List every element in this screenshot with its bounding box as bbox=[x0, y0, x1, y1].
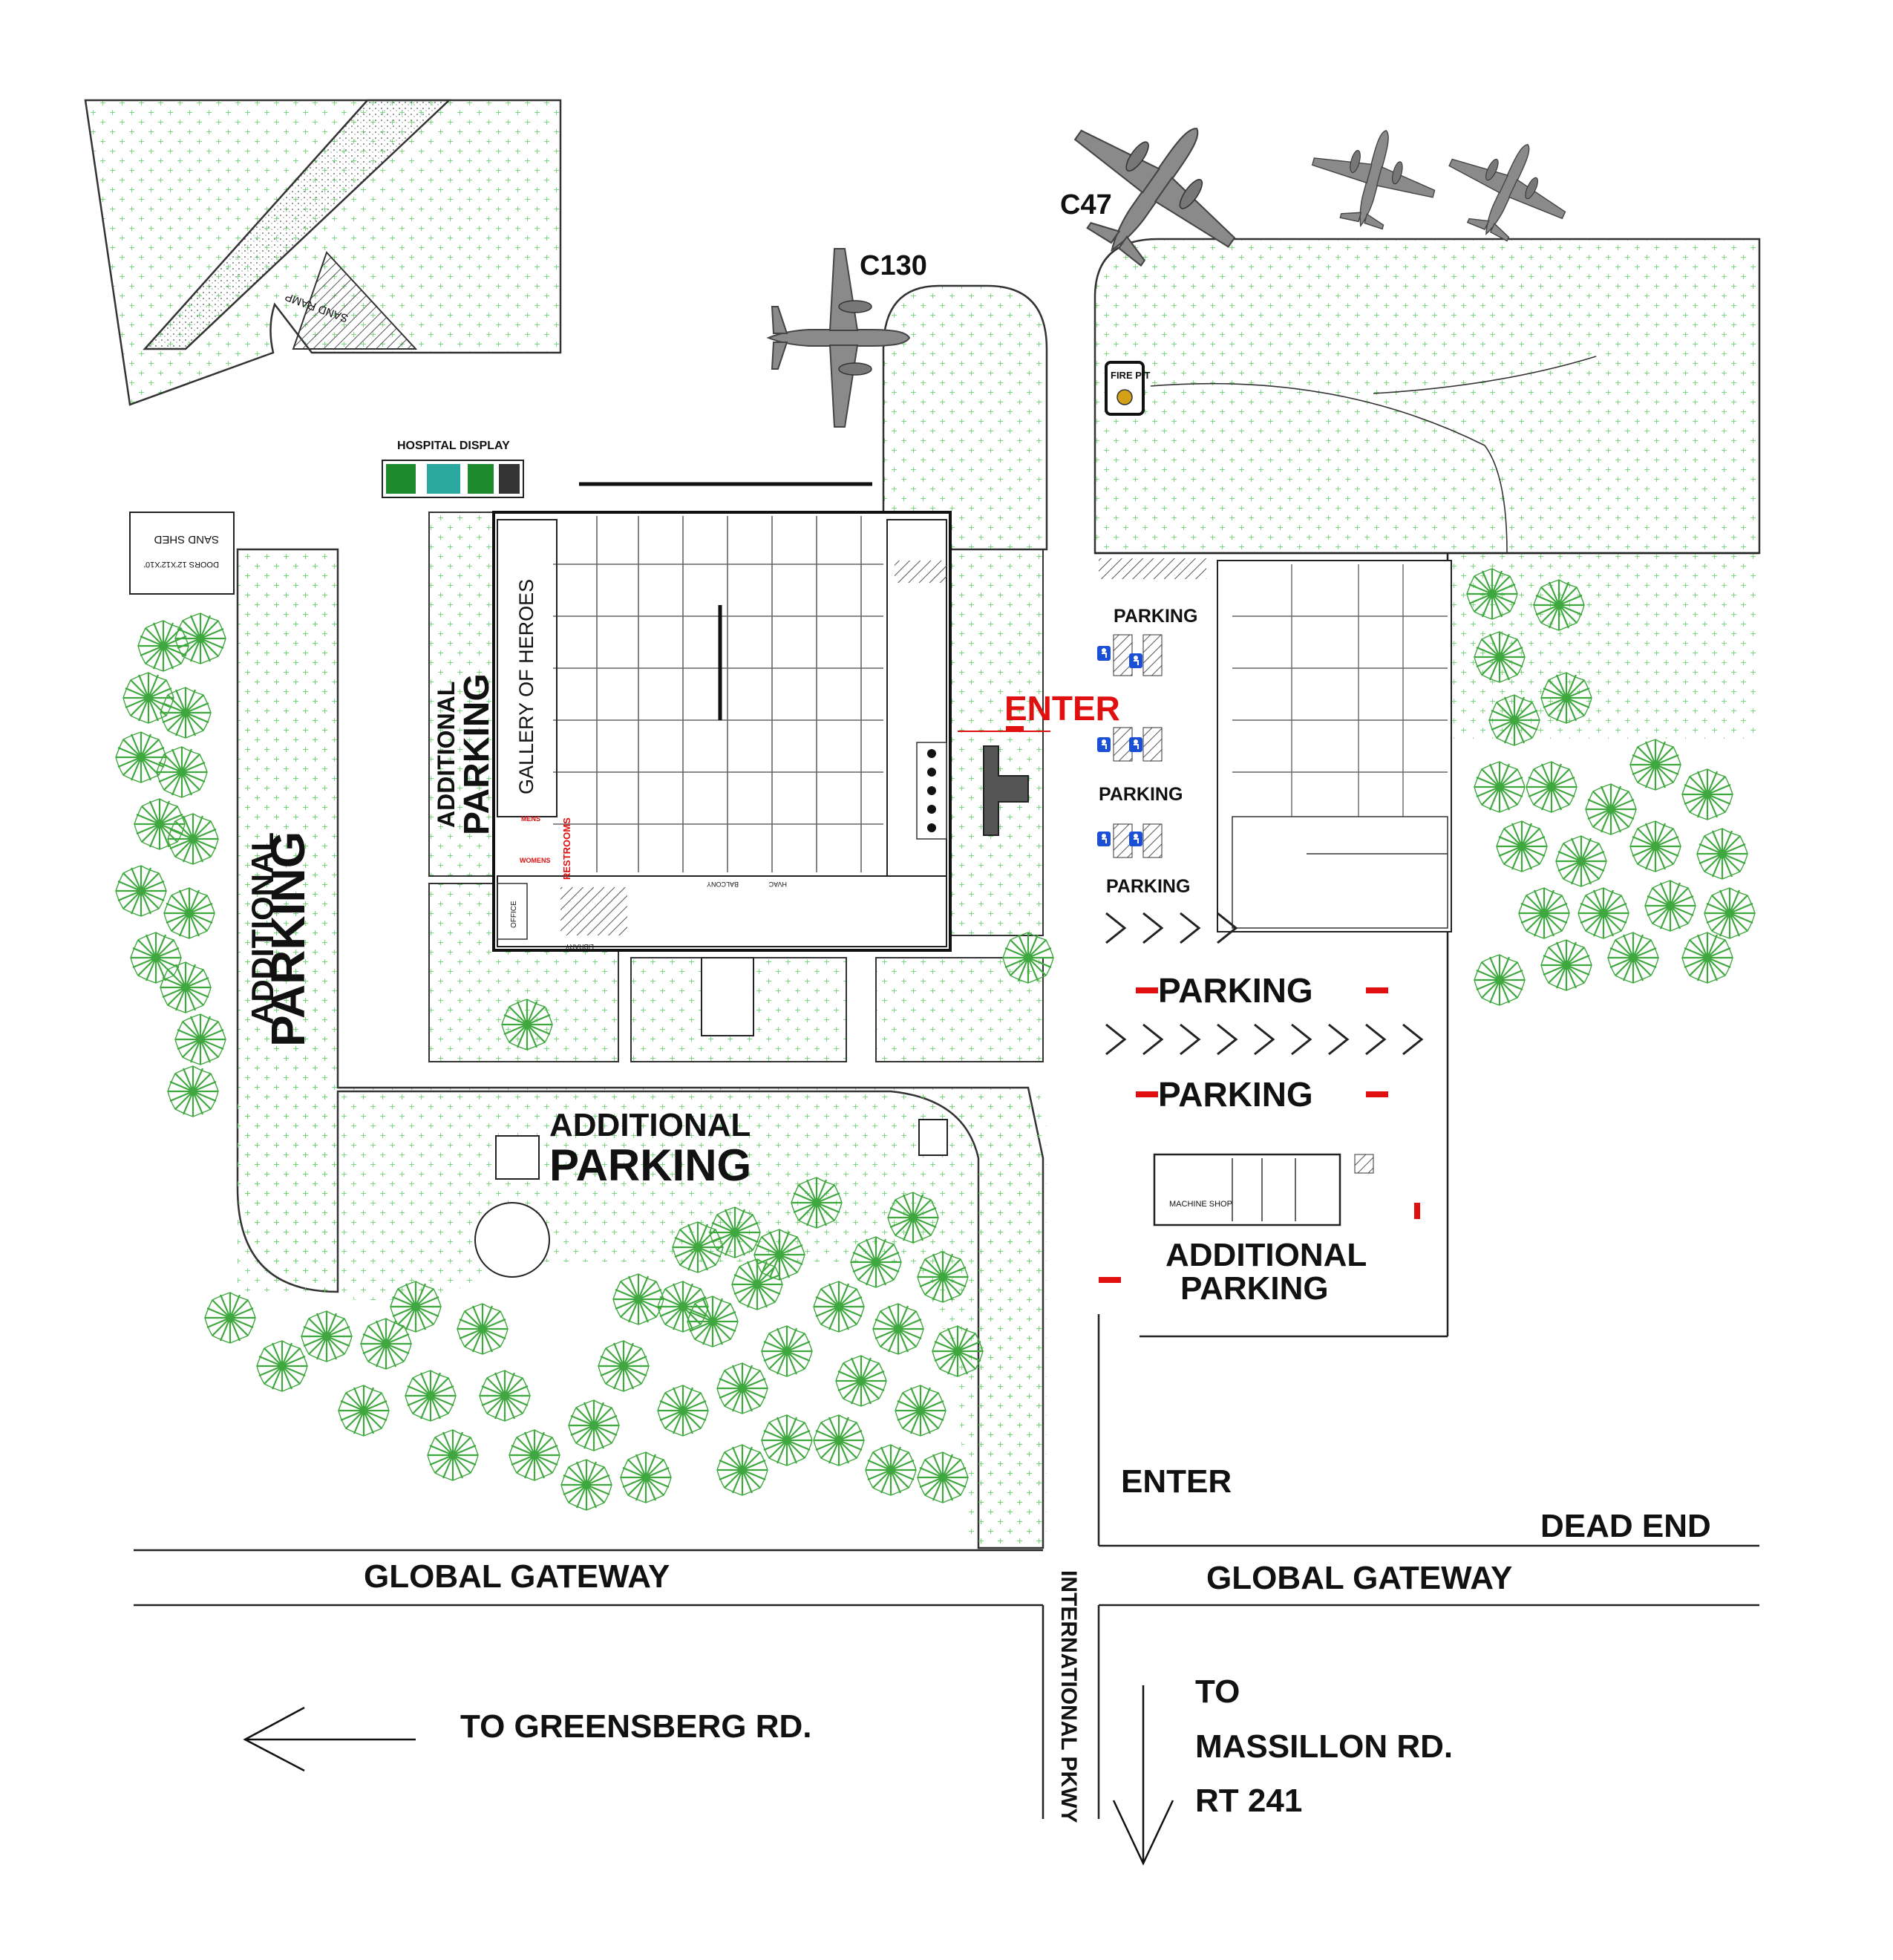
additional-label-inner: ADDITIONAL bbox=[433, 682, 460, 828]
international-pkwy-label: INTERNATIONAL PKWY bbox=[1056, 1570, 1081, 1823]
shed bbox=[495, 1135, 540, 1180]
to-label: TO bbox=[1195, 1673, 1240, 1710]
parking-bay-top bbox=[1099, 558, 1206, 579]
sand-shed-doors-label: DOORS 12'X12'X10' bbox=[144, 560, 219, 569]
rt241-label: RT 241 bbox=[1195, 1783, 1302, 1819]
machine-shop-label: MACHINE SHOP bbox=[1169, 1200, 1232, 1209]
hospital-display-label: HOSPITAL DISPLAY bbox=[397, 440, 510, 452]
machine-shop bbox=[1153, 1153, 1374, 1226]
fire-pit-label: FIRE PIT bbox=[1111, 370, 1151, 381]
sand-shed bbox=[129, 512, 235, 595]
sand-ramp bbox=[292, 251, 418, 350]
office-label: OFFICE bbox=[510, 901, 518, 928]
sand-shed-label: SAND SHED bbox=[154, 533, 219, 546]
additional-label-east: ADDITIONAL bbox=[1165, 1237, 1367, 1273]
balcony-label: BALCONY bbox=[707, 881, 739, 888]
arrow-down-icon bbox=[1112, 1685, 1174, 1866]
additional-label-west: ADDITIONAL bbox=[245, 832, 280, 1025]
red-markers bbox=[1006, 726, 1420, 1283]
library-label: LIBRARY bbox=[566, 943, 594, 950]
parking-label-west: PARKING bbox=[261, 832, 315, 1047]
c47-label: C47 bbox=[1060, 189, 1112, 220]
mens-label: MENS bbox=[521, 815, 540, 823]
hospital-display bbox=[382, 460, 524, 498]
footpath bbox=[1150, 356, 1597, 554]
parking-label-e2: PARKING bbox=[1099, 784, 1183, 805]
parking-label-e5: PARKING bbox=[1158, 1075, 1313, 1114]
shed bbox=[918, 1119, 948, 1156]
main-hangar-building bbox=[492, 511, 1029, 952]
womens-label: WOMENS bbox=[520, 857, 551, 864]
taxiway-strip bbox=[143, 99, 452, 350]
dead-end-label: DEAD END bbox=[1540, 1508, 1711, 1544]
c130-label: C130 bbox=[860, 250, 927, 281]
parking-label-e1: PARKING bbox=[1114, 606, 1197, 627]
arrow-left-icon bbox=[243, 1706, 416, 1772]
annex-building bbox=[701, 957, 754, 1036]
parking-label-south: PARKING bbox=[549, 1140, 751, 1190]
roads bbox=[134, 552, 1759, 1819]
parking-stripes bbox=[1105, 912, 1424, 1056]
parking-label-inner: PARKING bbox=[457, 673, 497, 835]
restrooms-label: RESTROOMS bbox=[561, 817, 572, 880]
round-structure bbox=[474, 1202, 550, 1278]
parking-label-east: PARKING bbox=[1180, 1270, 1329, 1307]
enter-label-red: ENTER bbox=[1004, 689, 1120, 728]
parking-label-e3: PARKING bbox=[1106, 876, 1190, 897]
parking-labels: ADDITIONAL PARKING ADDITIONAL PARKING AD… bbox=[245, 606, 1367, 1307]
global-gateway-right: GLOBAL GATEWAY bbox=[1206, 1560, 1512, 1596]
hvac-label: HVAC bbox=[768, 881, 787, 888]
massillon-label: MASSILLON RD. bbox=[1195, 1728, 1453, 1765]
additional-label-south: ADDITIONAL bbox=[549, 1107, 751, 1143]
east-hangar bbox=[1217, 560, 1452, 932]
parking-islands bbox=[1113, 634, 1163, 858]
global-gateway-left: GLOBAL GATEWAY bbox=[364, 1558, 670, 1595]
fire-pit-icon bbox=[1105, 361, 1145, 416]
parking-label-e4: PARKING bbox=[1158, 971, 1313, 1010]
enter-label-bottom: ENTER bbox=[1121, 1463, 1232, 1500]
gallery-of-heroes-label: GALLERY OF HEROES bbox=[515, 579, 537, 794]
to-greensberg-label: TO GREENSBERG RD. bbox=[460, 1708, 811, 1745]
